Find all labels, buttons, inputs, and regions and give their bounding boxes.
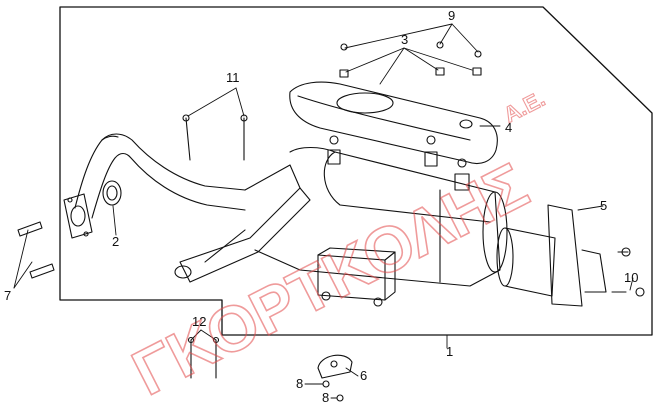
diagram-frame	[59, 6, 653, 336]
muffler-body	[254, 146, 508, 287]
bolts-10	[611, 247, 645, 297]
exhaust-header-pipe	[74, 133, 246, 219]
heat-shield	[289, 81, 498, 165]
gasket-inner	[106, 185, 118, 201]
mounting-bracket	[174, 164, 311, 283]
shield-clamps	[327, 135, 470, 191]
part-number-8b: 8	[322, 390, 329, 405]
part-number-11: 11	[226, 70, 240, 85]
gasket	[102, 180, 122, 206]
studs	[17, 221, 55, 279]
part-number-9: 9	[448, 8, 455, 23]
part-number-4: 4	[505, 120, 512, 135]
header-flange	[63, 193, 93, 239]
lower-bracket	[317, 247, 396, 307]
part-number-6: 6	[360, 368, 367, 383]
part-number-3: 3	[401, 32, 408, 47]
part-number-5: 5	[600, 198, 607, 213]
part-number-10: 10	[624, 270, 638, 285]
bolts-12	[187, 336, 220, 379]
bolts-9	[339, 41, 482, 78]
part-number-8a: 8	[296, 376, 303, 391]
leader-lines	[13, 23, 634, 399]
part-number-2: 2	[112, 234, 119, 249]
bolts-11	[182, 114, 248, 161]
part-number-7: 7	[4, 288, 11, 303]
tail-pipe	[496, 204, 607, 307]
part-number-1: 1	[446, 344, 453, 359]
part-number-12: 12	[192, 314, 206, 329]
